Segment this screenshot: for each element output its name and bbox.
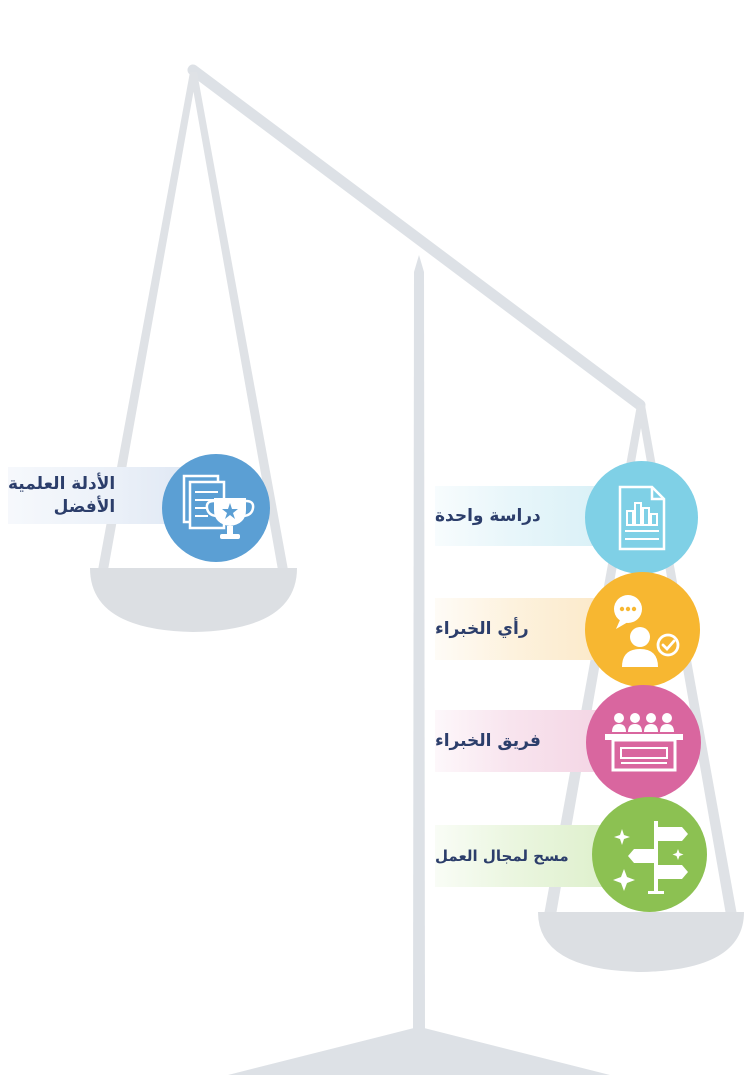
- right-pan: [538, 912, 744, 972]
- left-pan-strings-right: [190, 72, 288, 570]
- right-item-band-4: مسح لمجال العمل: [435, 825, 625, 887]
- expert-opinion-circle: [585, 572, 700, 687]
- trophy-document-icon: [182, 474, 255, 539]
- right-item-label-2: رأي الخبراء: [435, 618, 529, 639]
- left-pan: [90, 568, 297, 632]
- expert-chat-icon: [613, 594, 679, 667]
- scale-beam: [187, 64, 646, 411]
- scale-base: [228, 1028, 610, 1075]
- field-survey-circle: [592, 797, 707, 912]
- chart-document-icon: [618, 485, 665, 550]
- single-study-circle: [585, 461, 698, 574]
- signpost-icon: [612, 820, 688, 894]
- expert-panel-icon: [604, 712, 683, 771]
- best-evidence-circle: [162, 454, 270, 562]
- left-item-label: الأدلة العلمية الأفضل: [8, 473, 116, 517]
- right-item-label-4: مسح لمجال العمل: [435, 846, 569, 865]
- left-pan-strings: [98, 72, 197, 570]
- right-item-label-3: فريق الخبراء: [435, 730, 541, 751]
- expert-panel-circle: [586, 685, 701, 800]
- right-item-label-1: دراسة واحدة: [435, 505, 541, 526]
- scale-pole: [413, 255, 425, 1030]
